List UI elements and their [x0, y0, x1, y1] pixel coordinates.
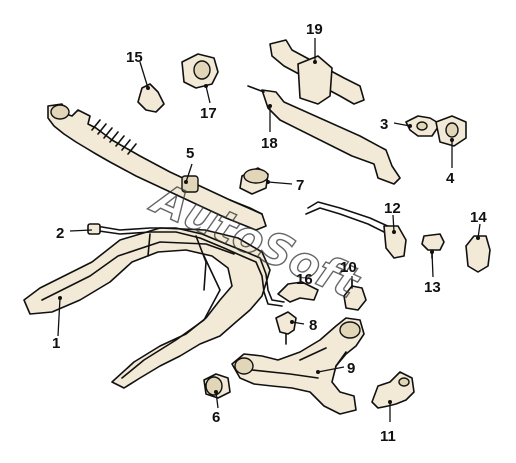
tie-rod-part — [305, 201, 407, 259]
callout-7: 7 — [296, 177, 304, 194]
callout-9: 9 — [347, 360, 355, 377]
callout-1: 1 — [52, 335, 60, 352]
callout-12: 12 — [384, 200, 401, 217]
steering-shaft-part — [247, 85, 401, 185]
tie-rod-end-part — [421, 233, 445, 259]
callout-17: 17 — [200, 105, 217, 122]
callouts: 1 2 3 4 5 6 7 8 9 10 11 12 13 14 15 16 1… — [52, 21, 487, 445]
callout-4: 4 — [446, 170, 455, 187]
leader-lines — [57, 38, 481, 422]
boot-cap-part — [465, 235, 491, 273]
callout-18: 18 — [261, 135, 278, 152]
callout-13: 13 — [424, 279, 441, 296]
callout-5: 5 — [186, 145, 194, 162]
control-arm-part — [231, 317, 365, 415]
bushing-part — [203, 373, 231, 399]
link-bracket-part — [277, 281, 319, 303]
mount-bracket-part — [137, 83, 165, 113]
subframe-part — [23, 227, 271, 389]
bushing-block-part — [181, 53, 219, 89]
callout-8: 8 — [309, 317, 317, 334]
callout-6: 6 — [212, 409, 220, 426]
leader-dots — [58, 60, 480, 404]
knuckle-bracket-part — [371, 371, 415, 409]
callout-10: 10 — [340, 259, 357, 276]
stabilizer-bar-part — [87, 223, 285, 307]
callout-3: 3 — [380, 116, 388, 133]
callout-11: 11 — [380, 428, 396, 445]
callout-16: 16 — [296, 271, 313, 288]
rack-shaft-part — [269, 39, 365, 105]
ball-joint-part — [275, 311, 297, 345]
callout-19: 19 — [306, 21, 323, 38]
callout-14: 14 — [470, 209, 487, 226]
callout-2: 2 — [56, 225, 64, 242]
steering-joint-part — [239, 167, 269, 195]
clamp-3-part — [405, 115, 441, 137]
callout-15: 15 — [126, 49, 143, 66]
bushing-4-part — [435, 115, 467, 147]
